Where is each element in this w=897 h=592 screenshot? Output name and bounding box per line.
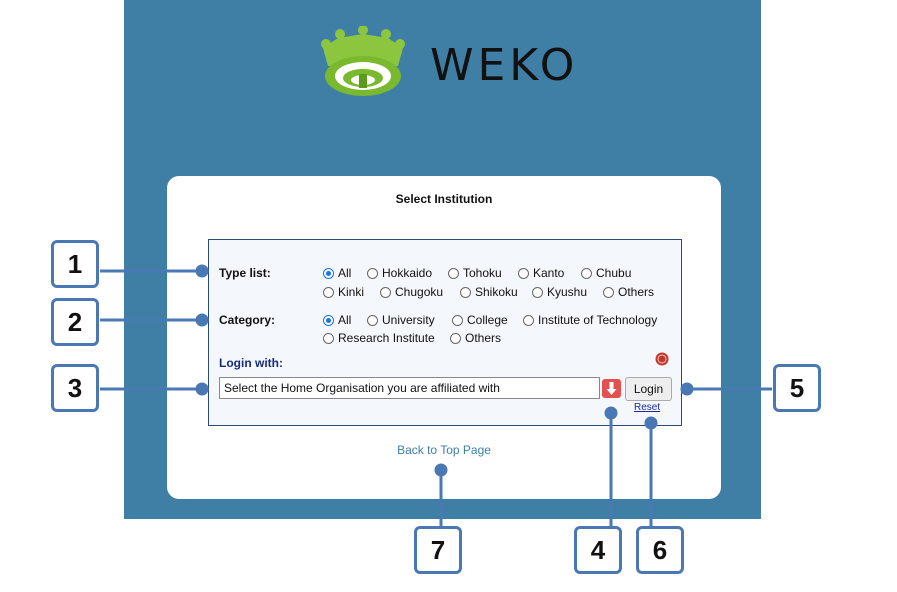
category-radio-all[interactable]: All xyxy=(323,313,351,327)
radio-indicator[interactable] xyxy=(323,286,334,298)
radio-indicator[interactable] xyxy=(380,286,391,298)
callout-2: 2 xyxy=(51,298,99,346)
type-radio-all[interactable]: All xyxy=(323,266,351,280)
category-radio-university[interactable]: University xyxy=(367,313,435,327)
radio-indicator[interactable] xyxy=(323,267,334,279)
radio-indicator[interactable] xyxy=(450,332,461,344)
radio-indicator[interactable] xyxy=(523,314,534,326)
brand-title: WEKO xyxy=(430,40,579,91)
type-radio-tohoku[interactable]: Tohoku xyxy=(448,266,502,280)
radio-indicator[interactable] xyxy=(532,286,543,298)
category-radio-others[interactable]: Others xyxy=(450,331,501,345)
type-radio-shikoku[interactable]: Shikoku xyxy=(460,285,518,299)
radio-indicator[interactable] xyxy=(460,286,471,298)
category-label: Category: xyxy=(219,313,276,327)
radio-indicator[interactable] xyxy=(518,267,529,279)
arrow-down-icon xyxy=(606,382,617,395)
type-radio-kinki[interactable]: Kinki xyxy=(323,285,364,299)
radio-indicator[interactable] xyxy=(367,314,378,326)
callout-1: 1 xyxy=(51,240,99,288)
dropdown-button[interactable] xyxy=(602,379,621,398)
type-list-label: Type list: xyxy=(219,266,271,280)
radio-indicator[interactable] xyxy=(603,286,614,298)
home-organisation-input[interactable]: Select the Home Organisation you are aff… xyxy=(219,377,600,399)
weko-logo-icon xyxy=(321,26,405,96)
reset-link[interactable]: Reset xyxy=(634,402,661,413)
type-radio-kanto[interactable]: Kanto xyxy=(518,266,564,280)
callout-5: 5 xyxy=(773,364,821,412)
radio-indicator[interactable] xyxy=(367,267,378,279)
radio-indicator[interactable] xyxy=(323,314,334,326)
radio-indicator[interactable] xyxy=(323,332,334,344)
type-radio-chubu[interactable]: Chubu xyxy=(581,266,631,280)
type-radio-others[interactable]: Others xyxy=(603,285,654,299)
type-radio-hokkaido[interactable]: Hokkaido xyxy=(367,266,432,280)
back-to-top-link[interactable]: Back to Top Page xyxy=(397,443,491,457)
login-with-label: Login with: xyxy=(219,356,283,370)
login-button[interactable]: Login xyxy=(625,377,672,401)
callout-4: 4 xyxy=(574,526,622,574)
radio-indicator[interactable] xyxy=(448,267,459,279)
callout-3: 3 xyxy=(51,364,99,412)
institution-filter-box: Type list: All Hokkaido Tohoku Kanto Chu… xyxy=(208,239,682,426)
category-radio-institute-of-technology[interactable]: Institute of Technology xyxy=(523,313,657,327)
type-radio-kyushu[interactable]: Kyushu xyxy=(532,285,587,299)
callout-7: 7 xyxy=(414,526,462,574)
radio-indicator[interactable] xyxy=(452,314,463,326)
card-title: Select Institution xyxy=(395,192,493,206)
callout-6: 6 xyxy=(636,526,684,574)
seal-icon xyxy=(655,352,669,366)
select-institution-card: Select Institution Type list: All Hokkai… xyxy=(167,176,721,499)
category-radio-research-institute[interactable]: Research Institute xyxy=(323,331,435,345)
category-radio-college[interactable]: College xyxy=(452,313,508,327)
radio-indicator[interactable] xyxy=(581,267,592,279)
type-radio-chugoku[interactable]: Chugoku xyxy=(380,285,443,299)
